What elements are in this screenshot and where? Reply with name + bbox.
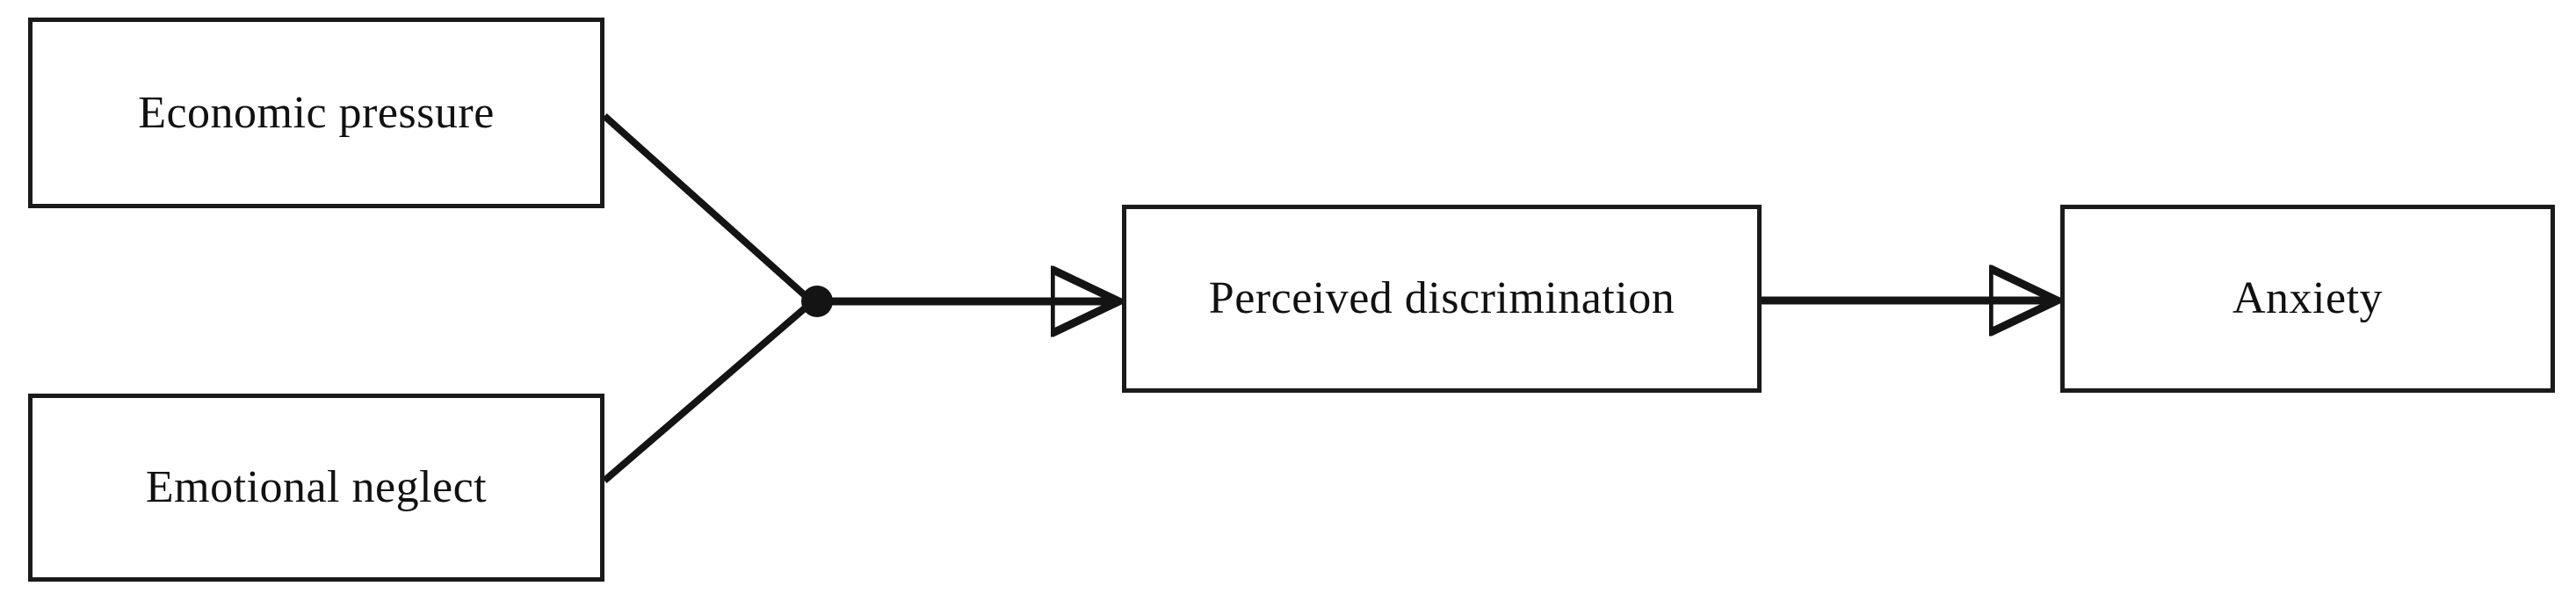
node-label-economic-pressure: Economic pressure xyxy=(138,87,495,138)
node-label-perceived-discrimination: Perceived discrimination xyxy=(1208,273,1675,324)
node-emotional-neglect[interactable]: Emotional neglect xyxy=(28,394,604,582)
node-label-anxiety: Anxiety xyxy=(2232,273,2384,324)
node-economic-pressure[interactable]: Economic pressure xyxy=(28,18,604,208)
edge-economic-pressure-to-junction xyxy=(602,113,808,299)
node-label-emotional-neglect: Emotional neglect xyxy=(145,462,488,513)
merge-junction-dot xyxy=(801,286,833,317)
edge-emotional-neglect-to-junction xyxy=(602,304,808,484)
node-anxiety[interactable]: Anxiety xyxy=(2060,205,2555,393)
node-perceived-discrimination[interactable]: Perceived discrimination xyxy=(1122,205,1762,393)
